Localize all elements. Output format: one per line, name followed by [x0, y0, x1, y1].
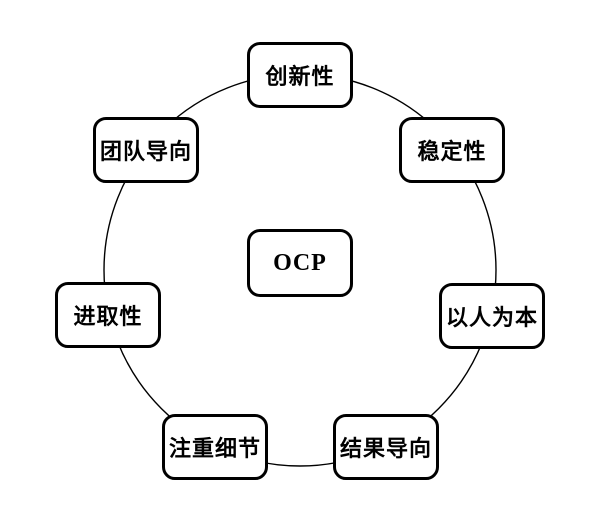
node-attention-to-detail: 注重细节 — [162, 414, 268, 480]
node-label: 结果导向 — [339, 436, 432, 461]
node-label: 创新性 — [265, 64, 335, 89]
node-stability: 稳定性 — [399, 117, 505, 183]
node-enterprising: 进取性 — [55, 282, 161, 348]
node-people-oriented: 以人为本 — [439, 283, 545, 349]
node-result-oriented: 结果导向 — [333, 414, 439, 480]
node-label: 团队导向 — [99, 139, 192, 164]
node-label: 注重细节 — [168, 436, 261, 461]
node-label: 稳定性 — [417, 139, 487, 164]
node-team-oriented: 团队导向 — [93, 117, 199, 183]
node-label: 以人为本 — [445, 305, 538, 330]
node-label: 进取性 — [73, 304, 143, 329]
center-node-label: OCP — [273, 249, 327, 276]
center-node-ocp: OCP — [247, 229, 353, 297]
node-innovation: 创新性 — [247, 42, 353, 108]
